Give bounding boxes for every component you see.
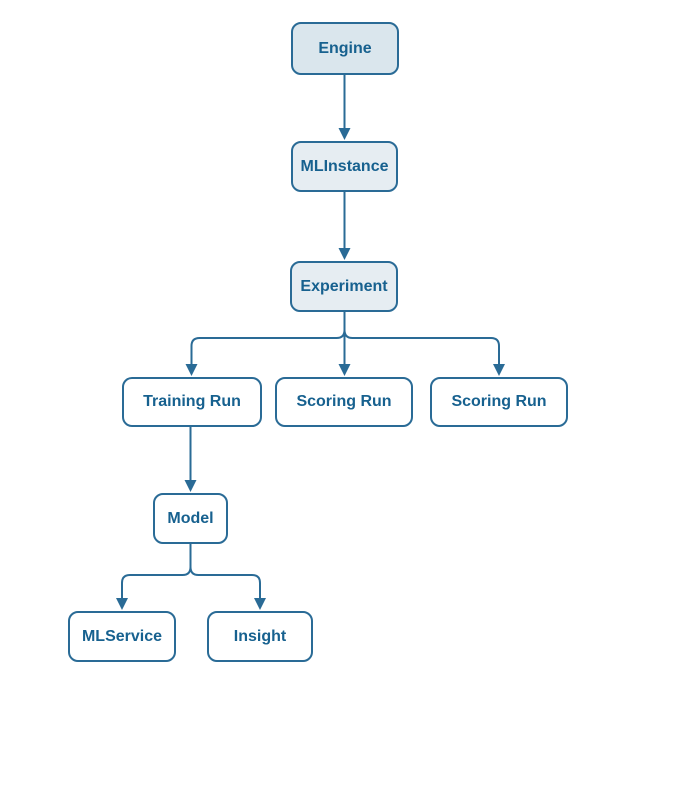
node-mlinstance: MLInstance xyxy=(291,141,398,192)
node-insight: Insight xyxy=(207,611,313,662)
node-mlservice: MLService xyxy=(68,611,176,662)
node-experiment: Experiment xyxy=(290,261,398,312)
node-scoring-run-2: Scoring Run xyxy=(430,377,568,427)
node-engine: Engine xyxy=(291,22,399,75)
connector-model-mlservice xyxy=(116,544,192,610)
node-scoring-run-1: Scoring Run xyxy=(275,377,413,427)
node-training-run: Training Run xyxy=(122,377,262,427)
connector-model-insight xyxy=(189,544,266,610)
connector-experiment-training-run xyxy=(185,312,346,376)
connector-experiment-scoring-run-2 xyxy=(343,312,505,376)
node-model: Model xyxy=(153,493,228,544)
